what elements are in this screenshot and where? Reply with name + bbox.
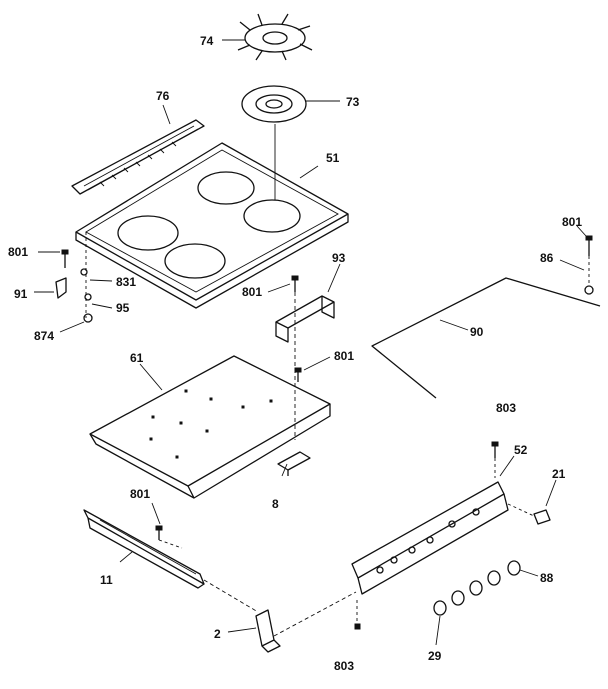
foot-bracket-part <box>203 579 357 653</box>
control-panel-part <box>351 481 509 595</box>
callout-95: 95 <box>116 301 130 315</box>
callout-803-bottom: 803 <box>334 659 354 673</box>
left-fastener-stack <box>55 232 93 323</box>
leader-29 <box>435 615 441 646</box>
bracket-93-part <box>275 295 335 343</box>
callout-90: 90 <box>470 325 484 339</box>
callout-801-center: 801 <box>334 349 354 363</box>
leader-874 <box>59 321 85 333</box>
leader-76 <box>162 104 171 125</box>
callout-73: 73 <box>346 95 360 109</box>
top-803-screw <box>491 441 499 478</box>
callout-61: 61 <box>130 351 144 365</box>
left-rail-part <box>83 509 205 589</box>
leader-801-mid <box>267 283 291 293</box>
callout-29: 29 <box>428 649 442 663</box>
callout-76: 76 <box>156 89 170 103</box>
valve-knobs-part <box>433 560 521 616</box>
callout-86: 86 <box>540 251 554 265</box>
callout-91: 91 <box>14 287 28 301</box>
end-cap-21-part <box>507 503 551 525</box>
leader-21 <box>545 479 557 507</box>
callout-88: 88 <box>540 571 554 585</box>
callout-21: 21 <box>552 467 566 481</box>
leader-95 <box>91 303 113 309</box>
leader-90 <box>439 319 469 331</box>
burner-head-part <box>237 13 313 61</box>
leader-801-right <box>576 225 587 237</box>
leader-51 <box>299 165 319 179</box>
bottom-803-screw <box>354 600 361 630</box>
leader-86 <box>559 259 585 271</box>
vent-trim-part <box>71 119 205 195</box>
callout-803-top: 803 <box>496 401 516 415</box>
callout-11: 11 <box>100 573 113 587</box>
leader-61 <box>139 363 163 391</box>
callout-8: 8 <box>272 497 279 511</box>
burner-box-part <box>89 355 331 499</box>
leader-801-lower <box>151 502 161 525</box>
callout-801-left: 801 <box>8 245 28 259</box>
lower-screw-part <box>155 525 183 549</box>
leader-88 <box>519 569 539 577</box>
leader-93 <box>327 263 341 293</box>
callout-801-lower: 801 <box>130 487 150 501</box>
leader-11 <box>119 551 133 563</box>
callout-874: 874 <box>34 329 54 343</box>
wire-rod-part <box>371 277 601 399</box>
callout-52: 52 <box>514 443 528 457</box>
leader-2 <box>227 627 257 633</box>
callout-801-mid: 801 <box>242 285 262 299</box>
leader-52 <box>499 455 515 477</box>
callout-2: 2 <box>214 627 221 641</box>
callout-93: 93 <box>332 251 346 265</box>
callout-801-right: 801 <box>562 215 582 229</box>
bracket-8-part <box>277 451 311 476</box>
cooktop-part <box>75 142 349 309</box>
callout-831: 831 <box>116 275 136 289</box>
leader-8 <box>281 463 288 477</box>
right-fastener-stack <box>584 235 594 295</box>
leader-831 <box>89 279 113 282</box>
mid-screw-part <box>291 275 302 440</box>
leader-801-center <box>303 356 331 371</box>
callout-51: 51 <box>326 151 340 165</box>
burner-bowl-part <box>241 85 307 123</box>
callout-74: 74 <box>200 34 214 48</box>
